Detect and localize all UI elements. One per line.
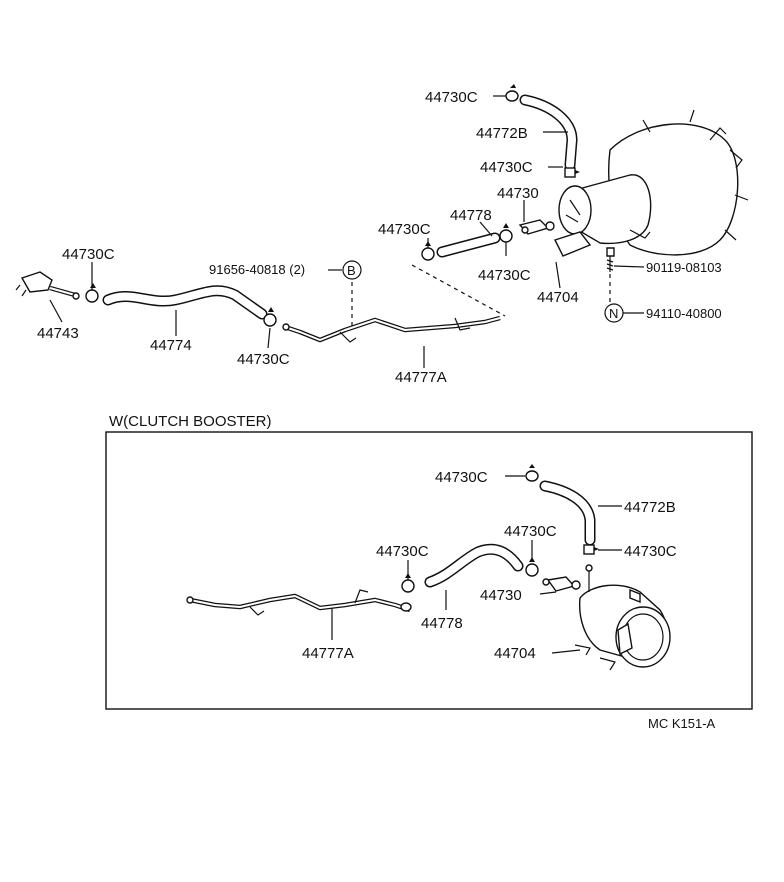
marker-b (342, 260, 362, 280)
clamp-44730c-top-1 (505, 84, 519, 102)
label-44778-box: 44778 (421, 615, 463, 632)
vacuum-tank (554, 174, 652, 257)
clamp-44730c-box-1 (525, 464, 539, 482)
label-94110: 94110-40800 (646, 306, 722, 321)
label-44730c-top-2: 44730C (480, 159, 533, 176)
clamp-44730c-box-2 (583, 544, 599, 555)
label-44730c-top-5: 44730C (237, 351, 290, 368)
label-91656: 91656-40818 (2) (209, 262, 305, 277)
label-44704-top: 44704 (537, 289, 579, 306)
hose-44772b-top (519, 94, 578, 171)
label-44730c-top-4: 44730C (478, 267, 531, 284)
vacuum-tank-box (574, 564, 671, 671)
footer-code: MC K151-A (648, 716, 716, 731)
label-44774: 44774 (150, 337, 192, 354)
label-44730c-box-1: 44730C (435, 469, 488, 486)
label-44730c-box-4: 44730C (376, 543, 429, 560)
check-valve-44730-top (518, 219, 555, 235)
check-valve-44730-box (542, 576, 581, 592)
hose-44774 (102, 285, 268, 320)
label-44730c-top-left: 44730C (62, 246, 115, 263)
label-44777a-top: 44777A (395, 369, 447, 386)
label-n-marker: N (609, 306, 618, 321)
label-b-marker: B (347, 263, 356, 278)
label-44730-top: 44730 (497, 185, 539, 202)
label-44772b-top: 44772B (476, 125, 528, 142)
label-44777a-box: 44777A (302, 645, 354, 662)
clamp-44730c-top-5 (263, 307, 277, 327)
union-44743 (15, 271, 80, 300)
clutch-booster-frame (105, 431, 753, 710)
clamp-44730c-top-4 (499, 223, 513, 243)
label-44730-box: 44730 (480, 587, 522, 604)
leader-dashed-clamp (411, 264, 506, 317)
hose-44772b-box (539, 480, 596, 546)
label-90119: 90119-08103 (646, 260, 722, 275)
label-44743: 44743 (37, 325, 79, 342)
leaders-box (331, 475, 622, 654)
hose-44778-top (436, 232, 501, 258)
label-44730c-top-3: 44730C (378, 221, 431, 238)
label-44730c-box-3: 44730C (504, 523, 557, 540)
pipe-44777a-box (186, 589, 412, 616)
box-title: W(CLUTCH BOOSTER) (109, 413, 272, 430)
label-44704-box: 44704 (494, 645, 536, 662)
hose-44778-box (424, 543, 524, 588)
label-44778-top: 44778 (450, 207, 492, 224)
clamp-44730c-top-2 (564, 167, 580, 178)
label-44772b-box: 44772B (624, 499, 676, 516)
label-44730c-top-1: 44730C (425, 89, 478, 106)
label-44730c-box-2: 44730C (624, 543, 677, 560)
bolt-90119 (606, 247, 615, 302)
leaders-top (49, 95, 645, 368)
pipe-44777a-top (282, 315, 501, 343)
